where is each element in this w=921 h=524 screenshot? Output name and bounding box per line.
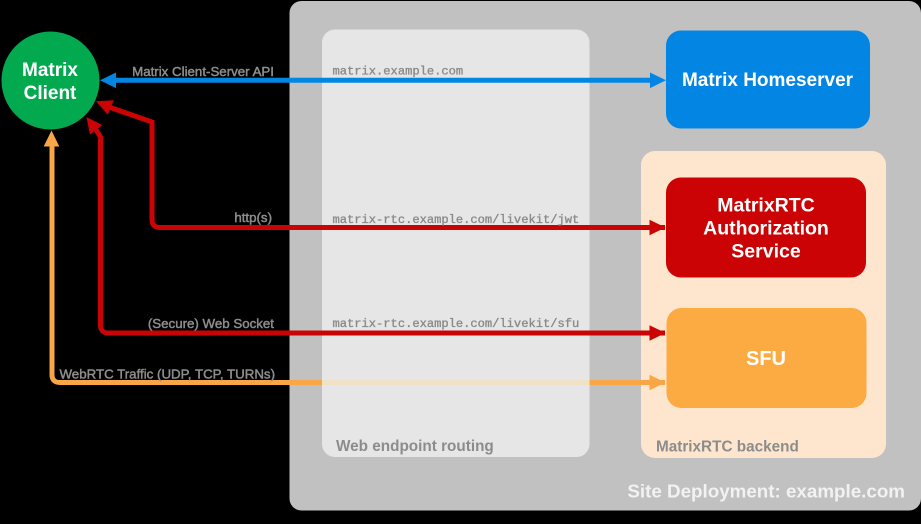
svg-text:http(s): http(s)	[234, 210, 272, 225]
svg-text:Matrix: Matrix	[22, 60, 78, 81]
svg-text:matrix-rtc.example.com/livekit: matrix-rtc.example.com/livekit/jwt	[333, 213, 580, 227]
svg-text:matrix-rtc.example.com/livekit: matrix-rtc.example.com/livekit/sfu	[333, 317, 580, 331]
svg-text:Authorization: Authorization	[703, 218, 829, 240]
svg-text:matrix.example.com: matrix.example.com	[333, 65, 464, 79]
svg-text:Web endpoint routing: Web endpoint routing	[336, 438, 494, 455]
svg-text:Site Deployment: example.com: Site Deployment: example.com	[627, 481, 905, 502]
svg-text:MatrixRTC: MatrixRTC	[717, 195, 815, 217]
svg-text:(Secure) Web Socket: (Secure) Web Socket	[148, 316, 274, 331]
svg-text:WebRTC Traffic (UDP, TCP, TURN: WebRTC Traffic (UDP, TCP, TURNs)	[59, 366, 275, 381]
svg-text:Matrix Homeserver: Matrix Homeserver	[682, 70, 854, 91]
svg-text:Matrix Client-Server API: Matrix Client-Server API	[132, 64, 274, 79]
svg-text:Client: Client	[24, 83, 77, 104]
svg-text:Service: Service	[731, 241, 801, 263]
svg-text:MatrixRTC backend: MatrixRTC backend	[656, 439, 799, 456]
svg-text:SFU: SFU	[746, 348, 786, 370]
